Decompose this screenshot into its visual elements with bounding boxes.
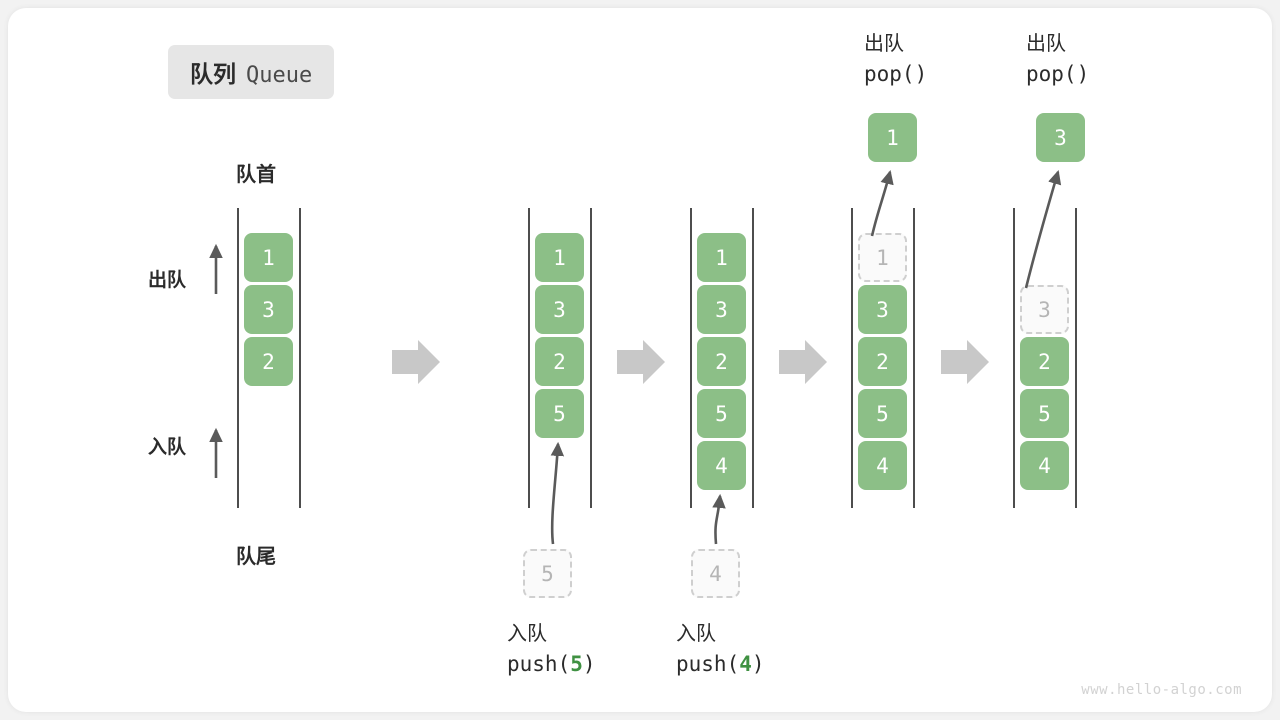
queue-tail-caption: 队尾 bbox=[236, 546, 276, 568]
incoming-ghost-box: 4 bbox=[691, 549, 740, 598]
queue-slot-vacated: 1 bbox=[858, 233, 907, 282]
operation-label-code: push(4) bbox=[676, 649, 765, 679]
operation-arg: 4 bbox=[739, 652, 752, 676]
queue-slot: 3 bbox=[535, 285, 584, 334]
operation-caption-push-4: 入队 push(4) bbox=[676, 620, 765, 679]
side-label-pop: 出队 bbox=[148, 270, 187, 291]
rail-right bbox=[590, 208, 592, 508]
queue-slot: 2 bbox=[1020, 337, 1069, 386]
queue-slot: 2 bbox=[244, 337, 293, 386]
operation-caption-pop-1: 出队 pop() bbox=[864, 30, 927, 89]
rail-left bbox=[528, 208, 530, 508]
rail-left bbox=[1013, 208, 1015, 508]
rail-right bbox=[913, 208, 915, 508]
operation-label-code: push(5) bbox=[507, 649, 596, 679]
popped-box: 1 bbox=[868, 113, 917, 162]
rail-left bbox=[237, 208, 239, 508]
queue-slot: 5 bbox=[535, 389, 584, 438]
queue-slot: 1 bbox=[697, 233, 746, 282]
queue-slot: 2 bbox=[858, 337, 907, 386]
incoming-ghost-box: 5 bbox=[523, 549, 572, 598]
queue-slot: 1 bbox=[244, 233, 293, 282]
operation-label-cn: 入队 bbox=[507, 623, 547, 645]
side-label-push: 入队 bbox=[148, 437, 187, 458]
queue-head-caption: 队首 bbox=[236, 164, 276, 186]
queue-slot: 2 bbox=[697, 337, 746, 386]
rail-left bbox=[851, 208, 853, 508]
queue-slot: 4 bbox=[697, 441, 746, 490]
queue-slot: 5 bbox=[858, 389, 907, 438]
diagram-title-badge: 队列 Queue bbox=[168, 45, 335, 99]
operation-fn: pop() bbox=[1026, 62, 1090, 86]
operation-caption-pop-3: 出队 pop() bbox=[1026, 30, 1089, 89]
queue-slot: 3 bbox=[244, 285, 293, 334]
operation-label-code: pop() bbox=[1026, 59, 1089, 89]
diagram-card bbox=[8, 8, 1272, 712]
rail-right bbox=[299, 208, 301, 508]
watermark: www.hello-algo.com bbox=[1081, 682, 1242, 698]
rail-right bbox=[1075, 208, 1077, 508]
queue-slot: 4 bbox=[858, 441, 907, 490]
queue-slot: 1 bbox=[535, 233, 584, 282]
operation-fn: push( bbox=[507, 652, 571, 676]
title-label-cn: 队列 bbox=[190, 61, 236, 87]
queue-slot: 3 bbox=[858, 285, 907, 334]
operation-label-cn: 出队 bbox=[1026, 33, 1066, 55]
operation-caption-push-5: 入队 push(5) bbox=[507, 620, 596, 679]
operation-label-cn: 入队 bbox=[676, 623, 716, 645]
queue-slot: 3 bbox=[697, 285, 746, 334]
title-label-en: Queue bbox=[246, 63, 313, 88]
operation-fn-close: ) bbox=[582, 652, 596, 676]
operation-label-code: pop() bbox=[864, 59, 927, 89]
rail-left bbox=[690, 208, 692, 508]
operation-label-cn: 出队 bbox=[864, 33, 904, 55]
operation-fn-close: ) bbox=[751, 652, 765, 676]
operation-fn: pop() bbox=[864, 62, 928, 86]
rail-right bbox=[752, 208, 754, 508]
queue-slot: 4 bbox=[1020, 441, 1069, 490]
queue-slot: 5 bbox=[697, 389, 746, 438]
operation-fn: push( bbox=[676, 652, 740, 676]
queue-slot: 5 bbox=[1020, 389, 1069, 438]
queue-slot: 2 bbox=[535, 337, 584, 386]
popped-box: 3 bbox=[1036, 113, 1085, 162]
operation-arg: 5 bbox=[570, 652, 583, 676]
queue-slot-vacated: 3 bbox=[1020, 285, 1069, 334]
